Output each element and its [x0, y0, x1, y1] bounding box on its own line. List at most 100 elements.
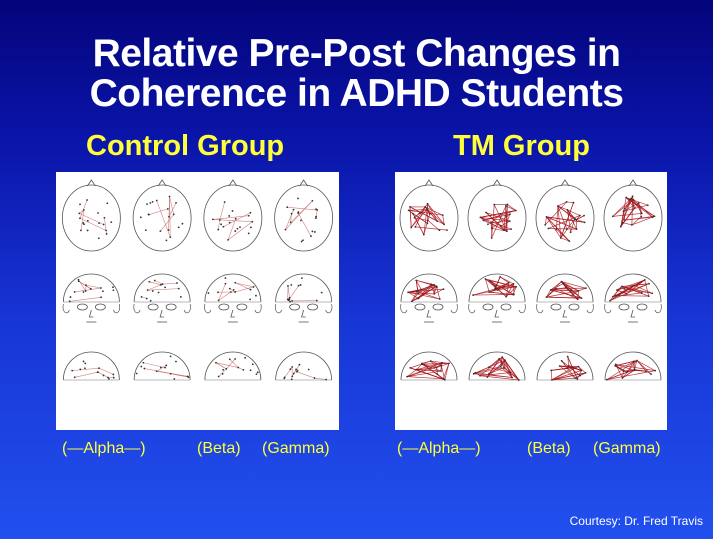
coherence-line — [563, 283, 582, 299]
coherence-line — [500, 225, 508, 232]
electrode-dot — [249, 226, 252, 229]
electrode-dot — [227, 238, 230, 241]
electrode-dot — [413, 216, 416, 219]
electrode-dot — [82, 291, 85, 293]
electrode-dot — [228, 221, 231, 224]
coherence-line — [500, 357, 503, 367]
coherence-line — [235, 286, 254, 293]
front-view-head — [604, 273, 662, 323]
electrode-dot — [169, 355, 172, 358]
electrode-dot — [646, 204, 649, 207]
nose-marker — [560, 179, 570, 187]
electrode-dot — [212, 218, 214, 221]
electrode-dot — [637, 202, 640, 204]
coherence-line — [576, 215, 585, 221]
coherence-line — [551, 370, 582, 381]
electrode-dot — [187, 376, 190, 379]
head-outline — [62, 351, 120, 381]
coherence-line — [546, 288, 557, 298]
electrode-dot — [103, 216, 106, 219]
electrode-dot — [572, 201, 575, 204]
coherence-line — [421, 363, 442, 372]
coherence-line — [427, 203, 438, 222]
electrode-dot — [632, 198, 635, 201]
electrode-dot — [299, 284, 302, 286]
head-outline — [133, 351, 191, 381]
electrode-dot — [544, 223, 547, 226]
electrode-dot — [505, 215, 508, 217]
electrode-dot — [148, 280, 151, 283]
coherence-line — [437, 373, 444, 380]
back-view-head — [204, 351, 262, 381]
electrode-dot — [566, 228, 568, 230]
electrode-dot — [479, 216, 482, 219]
electrode-dot — [217, 375, 220, 378]
coherence-line — [284, 366, 293, 378]
left-eye — [76, 303, 88, 311]
coherence-line — [297, 212, 312, 237]
coherence-line — [430, 360, 449, 364]
left-eye — [550, 303, 562, 311]
coherence-line — [500, 220, 510, 227]
electrode-dot — [474, 371, 477, 374]
coherence-line — [606, 369, 635, 380]
left-ear — [274, 303, 282, 314]
electrode-dot — [562, 282, 565, 285]
electrode-dot — [566, 367, 569, 370]
electrode-dot — [488, 372, 490, 375]
head-outline — [133, 273, 191, 303]
coherence-line — [615, 364, 635, 371]
electrode-dot — [222, 368, 225, 371]
electrode-dot — [510, 228, 513, 231]
back-view-head — [468, 351, 526, 381]
coherence-line — [430, 360, 437, 368]
coherence-line — [235, 282, 254, 288]
coherence-line — [634, 285, 653, 294]
coherence-line — [567, 356, 570, 366]
electrode-dot — [611, 215, 614, 218]
electrode-dot — [438, 298, 441, 300]
electrode-dot — [255, 294, 257, 297]
electrode-dot — [651, 216, 654, 219]
electrode-dot — [228, 215, 231, 217]
electrode-dot — [84, 367, 86, 370]
electrode-dot — [234, 281, 237, 284]
electrode-dot — [605, 378, 608, 381]
coherence-line — [551, 367, 573, 381]
head-outline — [604, 351, 662, 381]
head-outline — [62, 273, 120, 303]
coherence-line — [416, 363, 423, 370]
coherence-line — [421, 363, 438, 375]
electrode-dot — [435, 366, 438, 369]
right-eye — [500, 303, 512, 311]
top-view-head — [399, 179, 459, 252]
electrode-dot — [228, 287, 231, 290]
electrode-dot — [232, 288, 235, 291]
coherence-line — [473, 367, 505, 375]
coherence-line — [638, 202, 643, 214]
nose-marker — [628, 179, 638, 187]
coherence-line — [634, 283, 650, 286]
coherence-line — [634, 369, 647, 372]
coherence-line — [418, 285, 437, 299]
left-ear — [133, 303, 141, 314]
electrode-dot — [222, 225, 225, 228]
electrode-dot — [234, 291, 237, 293]
credit-text: Courtesy: Dr. Fred Travis — [569, 514, 703, 528]
electrode-dot — [286, 298, 289, 301]
coherence-line — [141, 296, 147, 299]
electrode-dot — [234, 217, 237, 220]
coherence-line — [218, 283, 226, 301]
electrode-dot — [442, 377, 445, 380]
electrode-dot — [490, 221, 492, 224]
coherence-line — [418, 284, 435, 299]
electrode-dot — [633, 284, 636, 287]
electrode-dot — [166, 207, 169, 210]
electrode-dot — [561, 280, 563, 283]
electrode-dot — [623, 219, 626, 222]
electrode-dot — [207, 292, 210, 294]
electrode-dot — [515, 285, 518, 288]
coherence-line — [504, 360, 511, 373]
coherence-line — [560, 202, 574, 239]
head-outline — [399, 184, 459, 252]
